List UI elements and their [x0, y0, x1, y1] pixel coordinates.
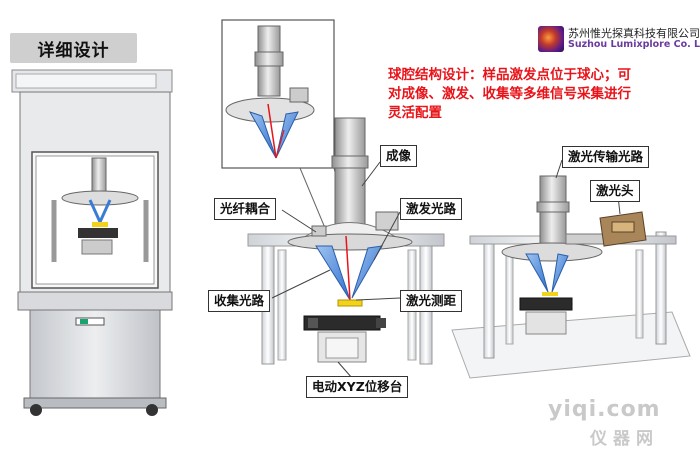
side-view-assembly [451, 175, 691, 379]
label-laser-transmission: 激光传输光路 [562, 146, 650, 168]
watermark-site: yiqi.com [548, 397, 661, 422]
label-excitation-path: 激发光路 [400, 198, 463, 220]
company-name-cn: 苏州惟光探真科技有限公司 [568, 27, 700, 40]
label-xyz-stage: 电动XYZ位移台 [306, 376, 409, 398]
company-logo: 苏州惟光探真科技有限公司 Suzhou Lumixplore Co. Ltd. [538, 24, 700, 54]
section-title: 详细设计 [10, 33, 137, 63]
label-imaging: 成像 [380, 145, 418, 167]
logo-mark-icon [538, 26, 564, 52]
company-name-en: Suzhou Lumixplore Co. Ltd. [568, 39, 700, 50]
inset-closeup [221, 19, 335, 169]
watermark-name: 仪器网 [590, 429, 659, 449]
label-collection-path: 收集光路 [208, 290, 271, 312]
label-laser-head: 激光头 [590, 180, 640, 202]
label-laser-ranging: 激光测距 [400, 290, 463, 312]
design-description: 球腔结构设计：样品激发点位于球心；可对成像、激发、收集等多维信号采集进行灵活配置 [388, 67, 631, 121]
instrument-cabinet [11, 69, 173, 416]
label-fiber-coupling: 光纤耦合 [214, 198, 277, 220]
